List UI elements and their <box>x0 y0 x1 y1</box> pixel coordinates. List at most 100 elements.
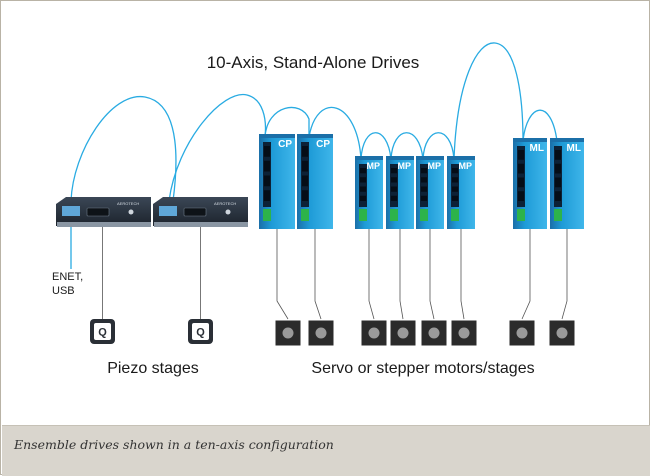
drive-connector-slot <box>518 191 524 201</box>
drive-connector-slot <box>555 163 561 174</box>
network-label-line-2: USB <box>52 285 75 297</box>
motor-cable <box>368 229 375 320</box>
drive-status-led <box>517 209 525 221</box>
motor-row <box>275 320 575 346</box>
motor-cable <box>276 229 289 320</box>
network-cable <box>308 106 362 160</box>
drive-connector-slot <box>302 160 308 172</box>
figure-caption: Ensemble drives shown in a ten-axis conf… <box>14 437 334 452</box>
drive-connector-strip <box>359 164 367 207</box>
drive-connector-slot <box>360 186 366 192</box>
drive-top-edge <box>416 156 444 160</box>
drive-connector-strip <box>390 164 398 207</box>
piezo-drive-brand: AEROTECH <box>117 201 139 206</box>
drive-status-led <box>390 209 398 221</box>
network-cable <box>453 42 524 160</box>
motor-5 <box>421 320 447 346</box>
motor-6 <box>451 320 477 346</box>
motor-2 <box>308 320 334 346</box>
drive-mp-3: MP <box>355 156 383 229</box>
drive-connector-slot <box>302 190 308 201</box>
motor-4 <box>390 320 416 346</box>
drive-type-label: MP <box>459 161 473 171</box>
motor-cable <box>429 229 435 320</box>
knob-icon <box>128 209 134 215</box>
drive-mp-4: MP <box>386 156 414 229</box>
network-cable <box>168 93 267 202</box>
serial-port-icon <box>183 207 207 217</box>
drive-status-led <box>263 209 271 221</box>
serial-port-icon <box>86 207 110 217</box>
drive-type-label: MP <box>367 161 381 171</box>
drive-type-label: ML <box>530 143 544 154</box>
drive-connector-slot <box>518 163 524 174</box>
drive-type-label: MP <box>428 161 442 171</box>
drive-status-led <box>359 209 367 221</box>
drive-connector-slot <box>452 186 458 192</box>
motor-cable <box>521 229 531 320</box>
motor-3 <box>361 320 387 346</box>
motor-shaft-icon <box>368 327 380 339</box>
piezo-drive-2: AEROTECH <box>153 197 248 227</box>
drive-connector-slot <box>264 146 270 157</box>
drive-connector-strip <box>451 164 459 207</box>
system-diagram: 10-Axis, Stand-Alone Drives AEROTECH AER… <box>52 42 584 377</box>
piezo-drive-1: AEROTECH <box>56 197 151 227</box>
drive-connector-slot <box>421 168 427 174</box>
drive-connector-slot <box>421 177 427 183</box>
drive-cp-1: CP <box>259 134 295 229</box>
drive-connector-slot <box>302 146 308 157</box>
drive-top-edge <box>550 138 584 142</box>
network-cable <box>360 132 392 160</box>
drive-status-led <box>420 209 428 221</box>
drive-connector-slot <box>264 175 270 187</box>
motor-shaft-icon <box>282 327 294 339</box>
drive-connector-slot <box>555 177 561 188</box>
drive-connector-slot <box>518 177 524 188</box>
network-cable <box>70 96 177 202</box>
motor-cable <box>314 229 322 320</box>
drive-connector-slot <box>555 150 561 160</box>
network-cable <box>390 132 424 160</box>
motor-shaft-icon <box>516 327 528 339</box>
drive-connector-slot <box>421 195 427 201</box>
drive-cp-2: CP <box>297 134 333 229</box>
drive-connector-slot <box>360 168 366 174</box>
piezo-stage-icon: Q <box>196 327 205 339</box>
drive-top-edge <box>297 134 333 138</box>
motor-shaft-icon <box>556 327 568 339</box>
piezo-stage-icon: Q <box>98 327 107 339</box>
knob-icon <box>225 209 231 215</box>
drive-type-label: CP <box>278 139 292 150</box>
drive-connector-strip <box>301 142 309 207</box>
motor-1 <box>275 320 301 346</box>
drive-connector-strip <box>420 164 428 207</box>
motor-cable-layer <box>102 227 568 320</box>
network-cable <box>522 109 558 142</box>
drive-connector-strip <box>554 146 562 207</box>
drive-connector-slot <box>452 195 458 201</box>
network-cable <box>422 132 455 160</box>
servo-motors-label: Servo or stepper motors/stages <box>311 360 534 377</box>
drive-top-edge <box>259 134 295 138</box>
drive-stack: CP CP MP MP MP MP ML ML <box>259 134 584 229</box>
drive-connector-strip <box>263 142 271 207</box>
drive-status-led <box>451 209 459 221</box>
drive-connector-slot <box>391 195 397 201</box>
drive-top-edge <box>355 156 383 160</box>
drive-mp-5: MP <box>416 156 444 229</box>
drive-ml-7: ML <box>513 138 547 229</box>
piezo-display-icon <box>159 206 177 216</box>
motor-shaft-icon <box>315 327 327 339</box>
drive-connector-strip <box>517 146 525 207</box>
piezo-stage-1: Q <box>90 319 115 344</box>
piezo-display-icon <box>62 206 80 216</box>
drive-connector-slot <box>360 177 366 183</box>
motor-shaft-icon <box>428 327 440 339</box>
drive-type-label: ML <box>567 143 581 154</box>
drive-top-edge <box>386 156 414 160</box>
drive-connector-slot <box>555 191 561 201</box>
drive-connector-slot <box>360 195 366 201</box>
drive-connector-slot <box>518 150 524 160</box>
drive-status-led <box>301 209 309 221</box>
